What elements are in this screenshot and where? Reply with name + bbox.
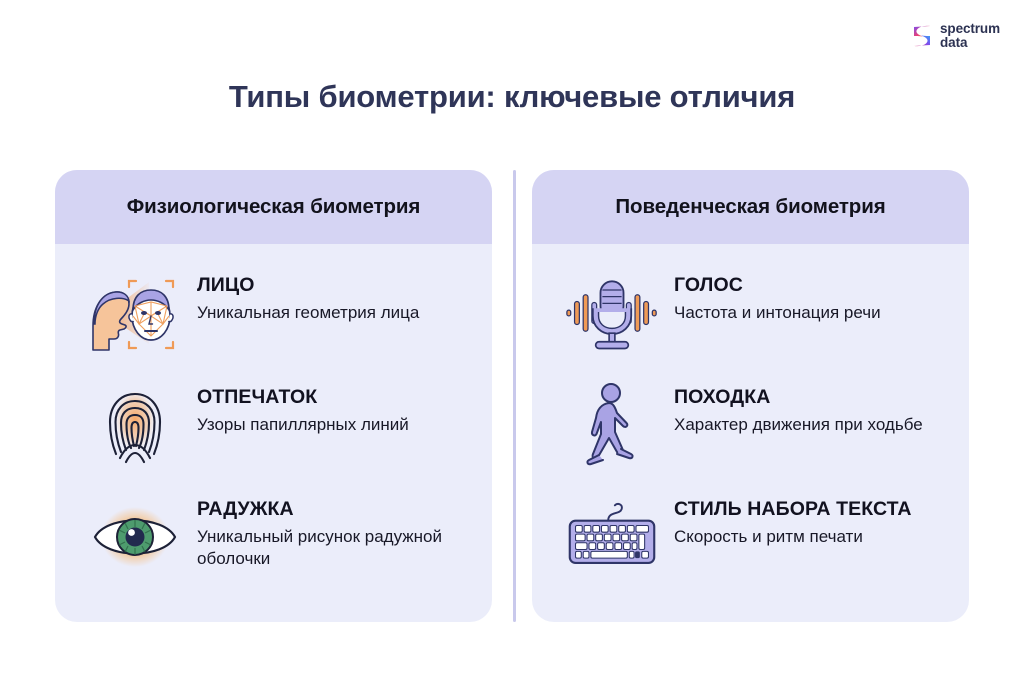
list-item-text: ЛИЦО Уникальная геометрия лица xyxy=(183,270,419,324)
list-item-title: ПОХОДКА xyxy=(674,386,771,408)
list-item: СТИЛЬ НАБОРА ТЕКСТА Скорость и ритм печа… xyxy=(532,494,969,598)
list-item: РАДУЖКА Уникальный рисунок радужной обол… xyxy=(55,494,492,598)
walking-person-icon xyxy=(564,382,660,468)
list-item-description: Узоры папиллярных линий xyxy=(197,414,409,434)
list-item-text: СТИЛЬ НАБОРА ТЕКСТА Скорость и ритм печа… xyxy=(660,494,912,548)
behavioral-item-list: ГОЛОС Частота и интонация речи xyxy=(532,244,969,598)
face-scan-icon xyxy=(87,270,183,356)
list-item: ОТПЕЧАТОК Узоры папиллярных линий xyxy=(55,382,492,494)
list-item-description: Уникальная геометрия лица xyxy=(197,302,420,322)
brand-wordmark: spectrum data xyxy=(940,21,1000,51)
list-item-title: ГОЛОС xyxy=(674,274,743,296)
list-item: ГОЛОС Частота и интонация речи xyxy=(532,270,969,382)
list-item-title: ОТПЕЧАТОК xyxy=(197,386,318,408)
list-item-title: СТИЛЬ НАБОРА ТЕКСТА xyxy=(674,498,912,520)
comparison-cards: Физиологическая биометрия xyxy=(55,170,969,622)
list-item-description: Уникальный рисунок радужной оболочки xyxy=(197,526,442,569)
list-item-text: ПОХОДКА Характер движения при ходьбе xyxy=(660,382,923,436)
brand-name-line2: data xyxy=(940,35,968,51)
spectrum-s-mark-icon xyxy=(914,25,931,47)
iris-eye-icon xyxy=(87,494,183,580)
card-header-behavioral: Поведенческая биометрия xyxy=(532,170,969,244)
list-item: ПОХОДКА Характер движения при ходьбе xyxy=(532,382,969,494)
card-header-physiological: Физиологическая биометрия xyxy=(55,170,492,244)
column-divider xyxy=(513,170,516,622)
list-item-title: ЛИЦО xyxy=(197,274,255,296)
list-item-title: РАДУЖКА xyxy=(197,498,294,520)
fingerprint-icon xyxy=(87,382,183,468)
list-item: ЛИЦО Уникальная геометрия лица xyxy=(55,270,492,382)
list-item-text: ОТПЕЧАТОК Узоры папиллярных линий xyxy=(183,382,409,436)
microphone-icon xyxy=(564,270,660,356)
page-title: Типы биометрии: ключевые отличия xyxy=(228,79,796,114)
list-item-text: ГОЛОС Частота и интонация речи xyxy=(660,270,881,324)
list-item-description: Частота и интонация речи xyxy=(674,302,881,322)
brand-name-line1: spectrum xyxy=(940,21,1000,36)
keyboard-icon xyxy=(564,494,660,580)
card-behavioral-biometrics: Поведенческая биометрия xyxy=(532,170,969,622)
list-item-text: РАДУЖКА Уникальный рисунок радужной обол… xyxy=(183,494,457,571)
list-item-description: Скорость и ритм печати xyxy=(674,526,863,546)
card-physiological-biometrics: Физиологическая биометрия xyxy=(55,170,492,622)
brand-logo: spectrum data xyxy=(911,21,1000,51)
physiological-item-list: ЛИЦО Уникальная геометрия лица xyxy=(55,244,492,598)
list-item-description: Характер движения при ходьбе xyxy=(674,414,923,434)
